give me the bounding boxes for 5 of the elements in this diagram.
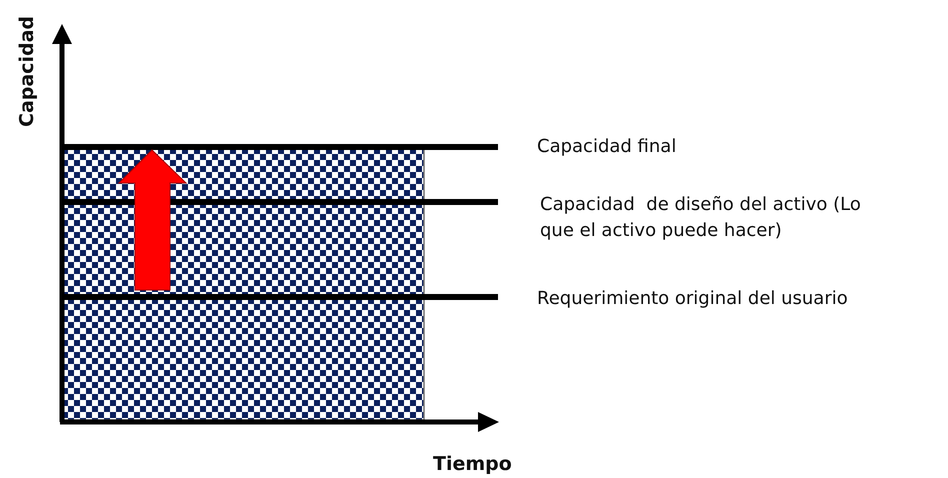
level-label: Capacidad final xyxy=(537,135,676,159)
axis-label: Tiempo xyxy=(433,452,512,477)
level-label: Requerimiento original del usuario xyxy=(537,287,848,311)
axis-label: Capacidad xyxy=(15,16,39,127)
level-label: Capacidad de diseño del activo (Lo que el activo puede hacer) xyxy=(540,193,862,244)
